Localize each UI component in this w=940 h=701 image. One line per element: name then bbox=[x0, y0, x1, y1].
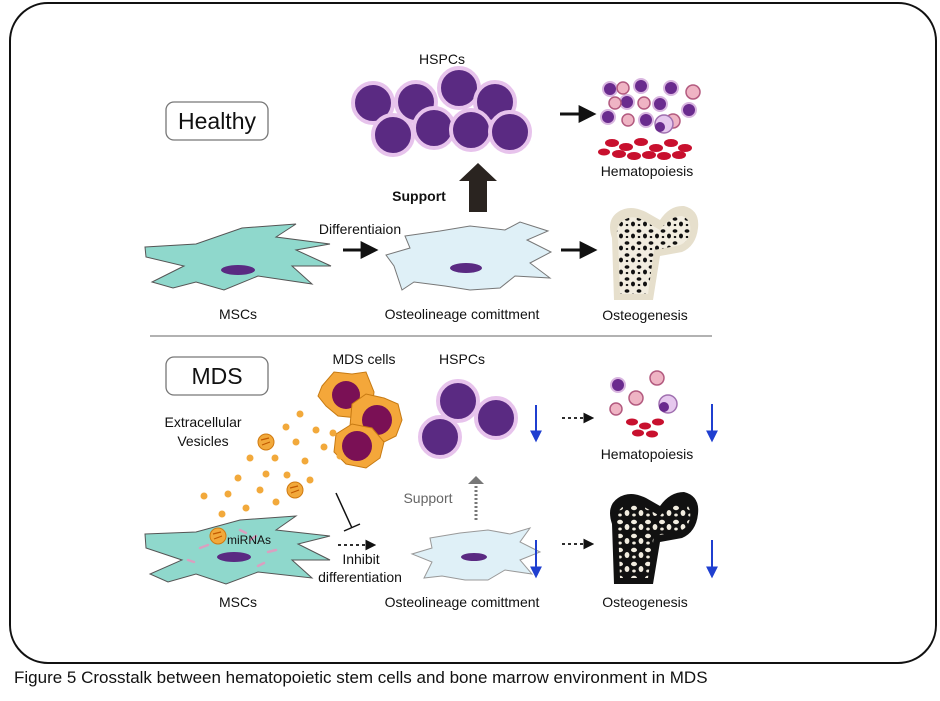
healthy-hspc-cluster: HSPCs bbox=[351, 51, 532, 157]
healthy-osteolineage-label: Osteolineage comittment bbox=[385, 306, 540, 322]
healthy-badge-label: Healthy bbox=[178, 108, 256, 134]
figure-frame bbox=[9, 2, 937, 664]
inhibit-label-line2: differentiation bbox=[318, 569, 402, 585]
healthy-support-arrow bbox=[459, 163, 497, 212]
healthy-osteolineage-cell bbox=[385, 221, 553, 291]
mds-badge-label: MDS bbox=[191, 363, 242, 389]
healthy-mscs-label: MSCs bbox=[219, 306, 257, 322]
healthy-differentiation-label: Differentiaion bbox=[319, 221, 401, 237]
mds-osteolineage-label: Osteolineage comittment bbox=[385, 594, 540, 610]
inhibition-symbol bbox=[335, 492, 361, 532]
hspc-cell bbox=[351, 66, 532, 157]
mds-support-arrow bbox=[468, 476, 484, 520]
healthy-hematopoiesis-label: Hematopoiesis bbox=[601, 163, 694, 179]
mds-bone bbox=[610, 492, 699, 584]
healthy-support-label: Support bbox=[392, 188, 446, 204]
mds-msc-cell bbox=[144, 515, 331, 585]
healthy-hematopoiesis-cells bbox=[598, 78, 701, 160]
mds-hematopoiesis-cells bbox=[609, 370, 678, 438]
mds-osteogenesis-label: Osteogenesis bbox=[602, 594, 688, 610]
mds-mscs-label: MSCs bbox=[219, 594, 257, 610]
mds-hspcs-label: HSPCs bbox=[439, 351, 485, 367]
mds-hematopoiesis-label: Hematopoiesis bbox=[601, 446, 694, 462]
healthy-osteogenesis-label: Osteogenesis bbox=[602, 307, 688, 323]
ev-label-line2: Vesicles bbox=[177, 433, 228, 449]
mds-badge: MDS bbox=[165, 356, 269, 396]
mds-cells-label: MDS cells bbox=[332, 351, 395, 367]
healthy-hspcs-label: HSPCs bbox=[419, 51, 465, 67]
healthy-badge: Healthy bbox=[165, 101, 269, 141]
figure-caption: Figure 5 Crosstalk between hematopoietic… bbox=[14, 668, 708, 687]
mirnas-label: miRNAs bbox=[227, 533, 271, 547]
ev-label-line1: Extracellular bbox=[164, 414, 241, 430]
mds-osteolineage-cell bbox=[410, 527, 542, 581]
healthy-msc-cell bbox=[144, 223, 332, 291]
healthy-bone bbox=[610, 205, 699, 300]
inhibit-label-line1: Inhibit bbox=[342, 551, 379, 567]
mds-support-label: Support bbox=[403, 490, 452, 506]
extracellular-vesicles bbox=[200, 410, 344, 518]
mds-hspc-cluster bbox=[418, 379, 518, 459]
vesicle-with-mirna bbox=[257, 433, 304, 499]
mds-cell-cluster bbox=[317, 371, 403, 469]
